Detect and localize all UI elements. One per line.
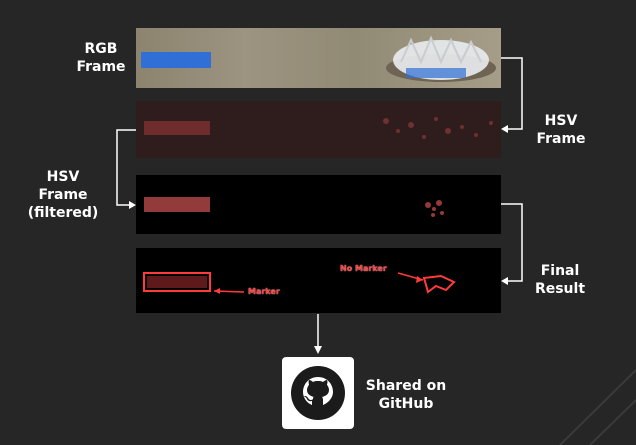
blue-marker: [141, 52, 211, 68]
github-logo: [291, 366, 345, 420]
hsv-filtered-label: HSV Frame (filtered): [27, 169, 99, 221]
arrow-filtered-to-final-head: [501, 277, 508, 285]
shared-github-label: Shared on GitHub: [365, 378, 447, 412]
final-result-image: Marker No Marker: [136, 248, 501, 313]
marker-annotation: Marker: [248, 287, 280, 296]
hsv-filtered-scene: [144, 197, 444, 217]
hsv-frame-label: HSV Frame: [536, 113, 586, 147]
arrow-rgb-to-hsv: [501, 57, 523, 130]
hsv-scene: [144, 117, 493, 139]
marker-box: [143, 272, 211, 292]
no-marker-region: [422, 274, 456, 294]
hsv-frame-image: [136, 101, 501, 158]
arrow-filtered-to-final: [501, 203, 523, 282]
github-icon[interactable]: [282, 357, 354, 429]
hsv-filtered-image: [136, 175, 501, 234]
arrow-final-to-github-head: [314, 346, 322, 354]
arrow-hsv-to-filtered-head: [129, 201, 136, 209]
final-scene: [143, 272, 456, 294]
arrow-hsv-to-filtered: [116, 129, 136, 206]
rgb-scene: [141, 35, 496, 82]
arrow-rgb-to-hsv-head: [501, 125, 508, 133]
rgb-frame-image: [136, 28, 501, 88]
final-result-label: Final Result: [534, 263, 586, 297]
no-marker-annotation: No Marker: [340, 264, 387, 273]
rgb-frame-label: RGB Frame: [76, 41, 126, 75]
